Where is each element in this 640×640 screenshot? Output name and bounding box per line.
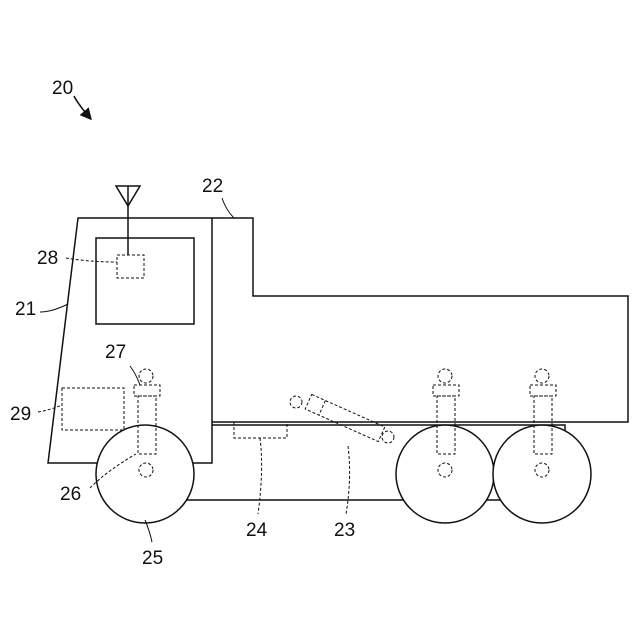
leader-21 — [40, 304, 68, 312]
label-cab: 21 — [15, 299, 36, 320]
leader-24 — [258, 438, 262, 514]
label-frame-box: 24 — [246, 520, 268, 541]
leader-23 — [346, 446, 350, 514]
label-suspension: 26 — [60, 484, 81, 505]
dump-bed — [212, 218, 628, 422]
figure-number: 20 — [52, 78, 73, 99]
leader-22 — [222, 198, 234, 218]
front-wheel — [96, 425, 194, 523]
label-wheel: 25 — [142, 548, 163, 569]
label-cab-box: 29 — [10, 404, 31, 425]
label-controller: 28 — [37, 248, 58, 269]
label-sensor-top: 27 — [105, 342, 126, 363]
figure-arrow — [74, 96, 90, 118]
rear-wheel — [493, 425, 591, 523]
label-bed: 22 — [202, 176, 223, 197]
label-hoist-cylinder: 23 — [334, 520, 355, 541]
middle-wheel — [396, 425, 494, 523]
hoist-cylinder — [290, 394, 394, 443]
